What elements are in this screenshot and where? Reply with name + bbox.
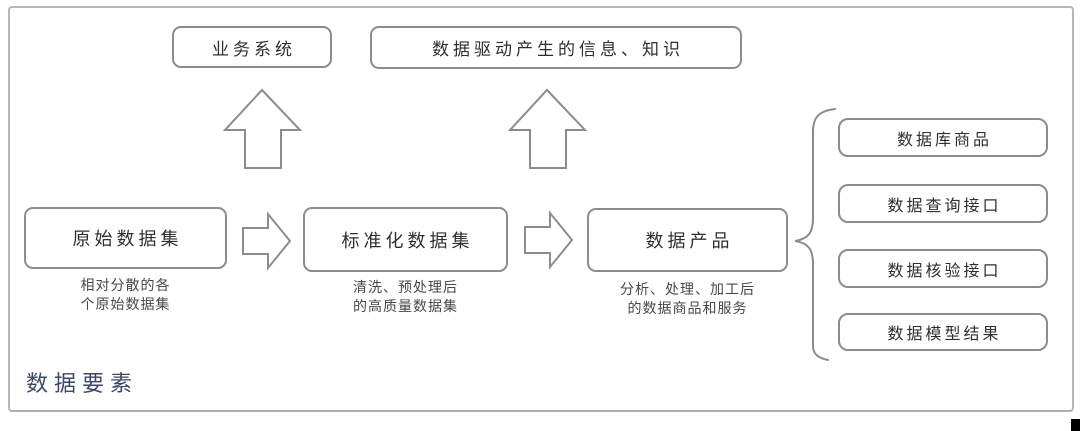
node-data-verification-interface: 数据核验接口	[838, 249, 1048, 288]
node-label: 数据查询接口	[887, 197, 1002, 215]
caption-line: 相对分散的各	[80, 277, 171, 293]
node-data-model-result: 数据模型结果	[838, 313, 1048, 351]
node-label: 原始数据集	[72, 229, 183, 249]
node-label: 数据库商品	[896, 131, 992, 149]
node-data-query-interface: 数据查询接口	[838, 184, 1048, 223]
node-label: 数据产品	[645, 231, 734, 251]
caption-line: 的数据商品和服务	[627, 300, 748, 316]
caption-raw-dataset: 相对分散的各 个原始数据集	[24, 276, 227, 314]
node-label: 数据驱动产生的信息、知识	[432, 40, 684, 59]
caption-line: 的高质量数据集	[353, 298, 458, 314]
caption-line: 清洗、预处理后	[353, 279, 458, 295]
corner-mark	[1071, 419, 1080, 431]
node-data-product: 数据产品	[587, 208, 788, 272]
node-standardized-dataset: 标准化数据集	[303, 207, 508, 272]
caption-line: 个原始数据集	[80, 296, 171, 312]
node-label: 业务系统	[212, 39, 296, 59]
node-raw-dataset: 原始数据集	[24, 207, 227, 269]
node-label: 数据模型结果	[887, 326, 1002, 343]
caption-data-product: 分析、处理、加工后 的数据商品和服务	[587, 280, 788, 318]
caption-standardized-dataset: 清洗、预处理后 的高质量数据集	[303, 278, 508, 316]
frame-title: 数据要素	[26, 371, 139, 396]
caption-line: 分析、处理、加工后	[620, 281, 755, 297]
node-data-driven-info-knowledge: 数据驱动产生的信息、知识	[370, 26, 742, 69]
node-label: 标准化数据集	[341, 230, 474, 251]
node-label: 数据核验接口	[887, 262, 1002, 280]
node-database-product: 数据库商品	[838, 118, 1048, 157]
node-business-system: 业务系统	[172, 26, 332, 68]
